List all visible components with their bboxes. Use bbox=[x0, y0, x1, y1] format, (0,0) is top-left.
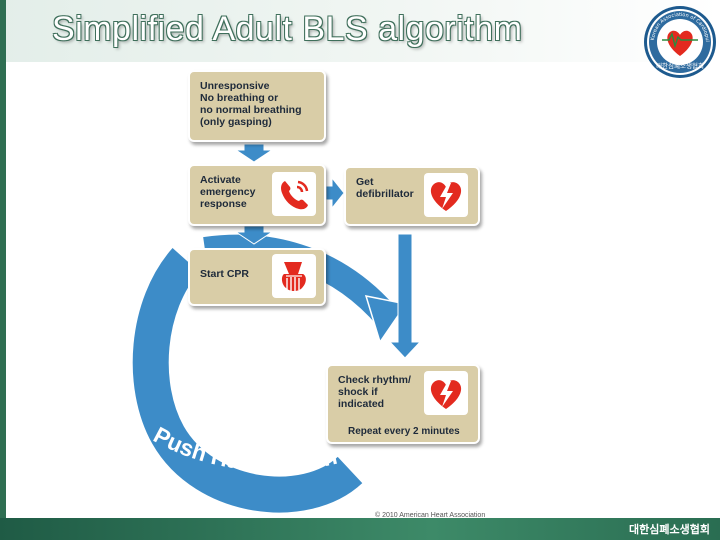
cpr-cycle-ring bbox=[132, 248, 363, 513]
title-band bbox=[0, 0, 720, 62]
cpr-hands-icon bbox=[281, 262, 306, 292]
step-start-cpr: Start CPR bbox=[188, 248, 326, 306]
slide-title: Simplified Adult BLS algorithm bbox=[52, 10, 523, 48]
cpr-cycle-arrowhead bbox=[364, 295, 408, 344]
footer-association-name: 대한심폐소생협회 bbox=[629, 524, 710, 536]
step-cpr-text: Start CPR bbox=[200, 268, 250, 280]
arrow-defibrillator-to-rhythm bbox=[388, 233, 422, 359]
step-rhythm-text: Check rhythm/ shock if indicated bbox=[338, 374, 411, 410]
defibrillator-heart-icon-box bbox=[424, 173, 468, 217]
shock-heart-icon-box bbox=[424, 371, 468, 415]
seal-korean-text: 대한심폐소생협회 bbox=[656, 61, 704, 70]
repeat-interval-text: Repeat every 2 minutes bbox=[348, 426, 460, 437]
step-check-rhythm: Check rhythm/ shock if indicated Repeat … bbox=[326, 364, 480, 444]
korean-association-cardiopulmonary-resuscitation-seal-icon: Korean Association of Cardiopulmonary Re… bbox=[642, 4, 716, 78]
arrow-unresponsive-to-activate bbox=[234, 143, 274, 163]
step-get-defibrillator: Get defibrillator bbox=[344, 166, 480, 226]
defibrillator-heart-icon bbox=[430, 182, 462, 211]
shock-heart-icon bbox=[430, 380, 462, 409]
arrow-activate-to-cpr bbox=[234, 225, 274, 245]
step-unresponsive-text: Unresponsive No breathing or no normal b… bbox=[200, 80, 302, 128]
step-activate-emergency: Activate emergency response bbox=[188, 164, 326, 226]
copyright-notice: © 2010 American Heart Association bbox=[375, 512, 486, 519]
step-activate-text: Activate emergency response bbox=[200, 174, 256, 210]
arrow-activate-to-defibrillator bbox=[325, 176, 345, 210]
phone-icon-box bbox=[272, 172, 316, 216]
cpr-hands-icon-box bbox=[272, 254, 316, 298]
left-accent-bar bbox=[0, 0, 6, 540]
footer-band bbox=[0, 518, 720, 540]
step-defib-text: Get defibrillator bbox=[356, 176, 414, 200]
step-unresponsive: Unresponsive No breathing or no normal b… bbox=[188, 70, 326, 142]
phone-icon bbox=[281, 180, 309, 210]
